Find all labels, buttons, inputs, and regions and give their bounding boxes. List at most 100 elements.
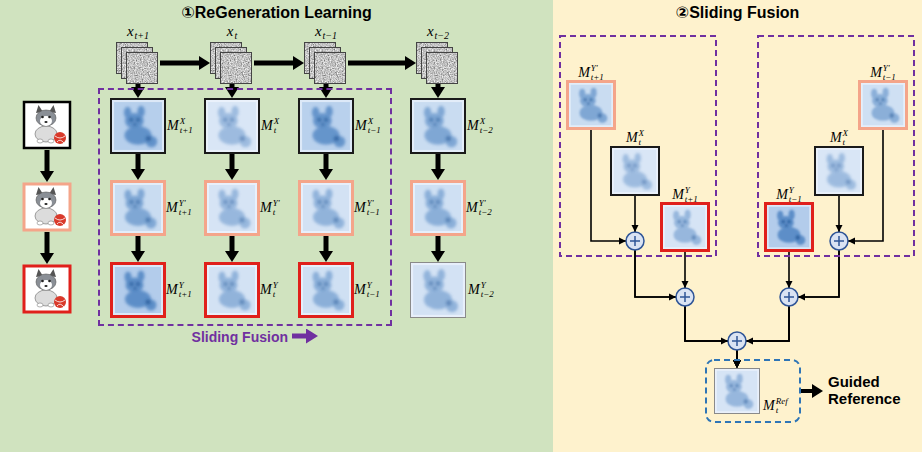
heatmap-rim <box>817 149 861 193</box>
symbol: x <box>315 24 322 39</box>
scripts: Y′t−1 <box>367 199 380 217</box>
heatmap-box: MYt+1 <box>660 202 710 252</box>
heat-spot <box>683 220 687 224</box>
arrow-connector <box>324 84 329 87</box>
scripts: Yt+1 <box>179 281 192 299</box>
heatmap-image <box>206 100 258 152</box>
group-outline <box>560 36 716 256</box>
heatmap-rim <box>716 370 758 412</box>
scripts: Y′t−1 <box>883 64 896 82</box>
heat-spot <box>879 102 882 105</box>
heat-spot <box>136 118 140 122</box>
scripts: Yt+1 <box>685 186 698 204</box>
heat-spot <box>146 300 151 305</box>
heatmap-detail <box>224 200 245 223</box>
subscript: t+1 <box>591 73 604 82</box>
heatmap-box: MYt−1 <box>298 262 354 318</box>
heat-spot <box>240 300 251 311</box>
heatmap-image <box>861 83 905 127</box>
heat-spot <box>835 168 838 171</box>
heat-spot <box>631 168 634 171</box>
arrow-connector <box>348 61 405 66</box>
heat-spot <box>240 136 251 147</box>
scripts: Xt−2 <box>480 117 493 135</box>
arrow-head <box>669 294 676 301</box>
heat-spot <box>890 113 900 123</box>
heat-spot <box>322 205 325 208</box>
image-frame <box>24 266 70 312</box>
symbol: M <box>776 188 788 202</box>
heatmap-box: MY′t <box>204 180 260 236</box>
noise-frame <box>315 53 346 84</box>
heat-spot <box>130 282 134 286</box>
heat-spot <box>230 200 234 204</box>
subscript: t+1 <box>180 126 193 135</box>
heatmap-image <box>207 183 257 233</box>
noise-frame <box>427 53 458 84</box>
heatmap-image <box>663 205 707 249</box>
math-label: MReft <box>763 397 788 415</box>
math-label: MY′t+1 <box>578 64 604 82</box>
heatmap-rim <box>114 266 162 314</box>
heatmap-detail <box>317 118 339 141</box>
heat-spot <box>846 180 856 190</box>
image-frame <box>24 102 70 148</box>
arrow-head <box>632 225 639 232</box>
heat-spot <box>146 300 157 311</box>
group-outline <box>758 36 914 256</box>
symbol: M <box>166 283 178 297</box>
superscript: Y′ <box>591 64 604 73</box>
heat-spot <box>133 123 136 126</box>
heat-spot <box>334 218 345 229</box>
heat-spot <box>681 224 684 227</box>
heat-spot <box>782 220 786 224</box>
math-label: MXt−2 <box>467 117 493 135</box>
arrow-connector <box>230 84 235 87</box>
arrow-head <box>746 338 753 345</box>
heatmap-blob <box>827 153 856 190</box>
scripts: Xt <box>274 117 280 135</box>
heat-spot <box>136 200 140 204</box>
heat-spot <box>627 164 631 168</box>
heat-spot <box>240 218 245 223</box>
output-arrow <box>801 389 812 393</box>
direction-arrow <box>292 334 306 339</box>
heatmap-rim <box>862 84 904 126</box>
arrow-connector <box>324 154 329 169</box>
symbol: M <box>672 188 684 202</box>
heatmap-blob <box>423 269 458 312</box>
heat-spot <box>733 388 736 391</box>
heatmap-box: MXt−1 <box>298 98 354 154</box>
symbol: M <box>260 283 272 297</box>
noise-image: xt−2 <box>416 42 460 84</box>
heatmap-image <box>301 183 351 233</box>
heatmap-ground <box>301 183 351 233</box>
heatmap-detail <box>130 282 151 305</box>
noise-image: xt−1 <box>304 42 348 84</box>
heat-spot <box>134 287 137 290</box>
symbol: M <box>578 66 590 80</box>
superscript: Y′ <box>179 199 192 208</box>
heatmap-ground <box>413 183 463 233</box>
heatmap-image <box>301 265 351 315</box>
arrow-head <box>682 281 689 288</box>
heatmap-detail <box>318 282 339 305</box>
arrow-connector <box>230 236 235 251</box>
subscript: t <box>639 138 645 147</box>
heat-spot <box>130 200 134 204</box>
subscript: t+1 <box>685 195 698 204</box>
panel-heading: ①ReGeneration Learning <box>181 4 371 21</box>
heatmap-detail <box>429 118 451 141</box>
heatmap-rim <box>302 266 350 314</box>
symbol: M <box>261 119 273 133</box>
math-label: xt−1 <box>315 22 337 41</box>
heatmap-blob <box>871 88 899 123</box>
heatmap-ground <box>207 183 257 233</box>
heatmap-rim <box>613 149 657 193</box>
heat-spot <box>230 282 234 286</box>
heatmap-ground <box>612 148 658 194</box>
heat-spot <box>642 180 647 185</box>
math-label: MYt <box>260 281 278 299</box>
heatmap-box: MXt−2 <box>410 98 466 154</box>
noise-field <box>426 52 458 84</box>
